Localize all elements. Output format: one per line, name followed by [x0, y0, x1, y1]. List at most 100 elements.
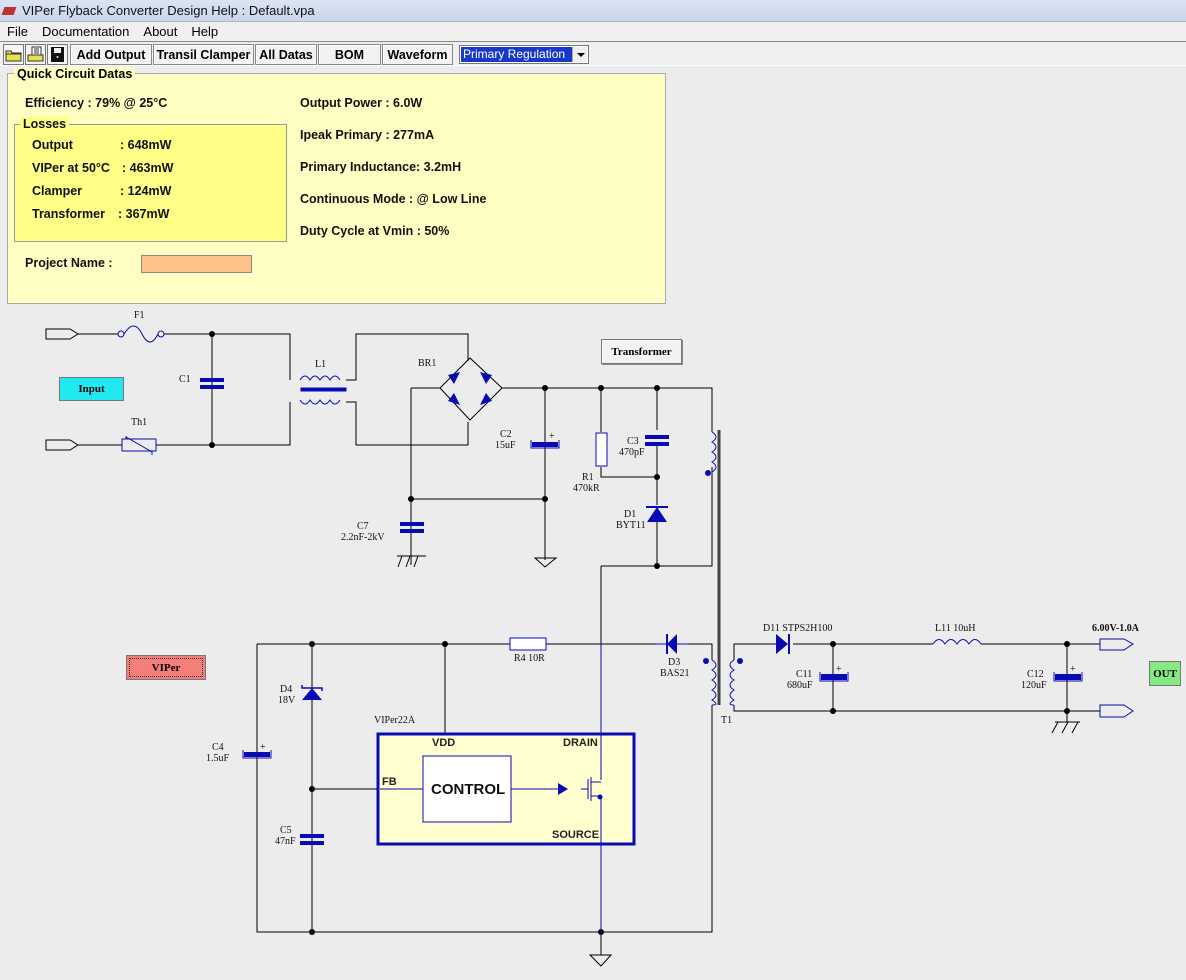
loss-value-viper: : 463mW [122, 161, 174, 175]
loss-value-clamper: : 124mW [120, 184, 172, 198]
regulation-select-value: Primary Regulation [461, 47, 572, 62]
toolbar: Add Output Transil Clamper All Datas BOM… [0, 43, 1186, 66]
diode-d11 [776, 634, 790, 654]
output-power-text: Output Power : 6.0W [300, 96, 423, 110]
out-button[interactable]: OUT [1149, 661, 1181, 686]
label-l1: L1 [315, 359, 326, 370]
transformer-t1 [703, 430, 743, 706]
label-d11: D11 STPS2H100 [763, 623, 832, 634]
label-c1: C1 [179, 374, 191, 385]
svg-text:+: + [836, 664, 842, 675]
label-c12: C12 [1027, 669, 1044, 680]
label-c3: C3 [627, 436, 639, 447]
resistor-r1 [595, 432, 608, 467]
waveform-button[interactable]: Waveform [382, 44, 453, 65]
pin-drain: DRAIN [563, 737, 598, 749]
title-bar: VIPer Flyback Converter Design Help : De… [0, 0, 1186, 22]
label-l11: L11 10uH [935, 623, 975, 634]
label-c12-value: 120uF [1021, 680, 1047, 691]
chevron-down-icon[interactable] [572, 47, 587, 62]
label-t1: T1 [721, 715, 732, 726]
capacitor-c11: + [819, 664, 849, 682]
diode-d3 [656, 634, 688, 654]
print-icon[interactable] [25, 44, 46, 65]
diode-d1 [646, 506, 668, 522]
capacitor-c7 [400, 522, 424, 533]
loss-label-clamper: Clamper [32, 184, 83, 198]
pin-fb: FB [382, 776, 397, 788]
svg-text:+: + [1070, 664, 1076, 675]
label-c7: C7 [357, 521, 369, 532]
window-title: VIPer Flyback Converter Design Help : De… [22, 3, 315, 18]
junction-dots [209, 331, 1070, 935]
open-folder-icon[interactable] [3, 44, 24, 65]
label-d1-value: BYT11 [616, 520, 646, 531]
wires [78, 333, 1100, 955]
label-c11: C11 [796, 669, 812, 680]
transil-clamper-button[interactable]: Transil Clamper [153, 44, 254, 65]
thermistor-th1 [121, 436, 157, 455]
svg-text:+: + [549, 431, 555, 442]
label-d4-value: 18V [278, 695, 296, 706]
menu-bar: File Documentation About Help [0, 22, 1186, 42]
efficiency-text: Efficiency : 79% @ 25°C [25, 96, 168, 110]
label-f1: F1 [134, 310, 145, 321]
panel-title: Quick Circuit Datas [14, 67, 136, 81]
regulation-select[interactable]: Primary Regulation [459, 45, 589, 64]
label-c2-value: 15uF [495, 440, 516, 451]
label-c2: C2 [500, 429, 512, 440]
menu-documentation[interactable]: Documentation [41, 24, 130, 39]
primary-inductance-text: Primary Inductance: 3.2mH [300, 160, 462, 174]
menu-help[interactable]: Help [191, 24, 219, 39]
label-r1: R1 [582, 472, 594, 483]
quick-circuit-datas-panel: Quick Circuit Datas Efficiency : 79% @ 2… [7, 67, 666, 304]
control-block-label: CONTROL [431, 781, 505, 798]
label-c5: C5 [280, 825, 292, 836]
label-r4: R4 10R [514, 653, 545, 664]
label-c7-value: 2.2nF-2kV [341, 532, 385, 543]
loss-value-output: : 648mW [120, 138, 172, 152]
transformer-button[interactable]: Transformer [601, 339, 682, 364]
bom-button[interactable]: BOM [318, 44, 381, 65]
inductor-l11 [932, 639, 982, 645]
menu-file[interactable]: File [7, 24, 28, 39]
capacitor-c3 [645, 435, 669, 446]
losses-title: Losses [20, 117, 70, 131]
label-d1: D1 [624, 509, 636, 520]
ground-symbols [397, 555, 1080, 967]
svg-text:+: + [260, 742, 266, 753]
label-c4: C4 [212, 742, 224, 753]
save-disk-icon[interactable] [47, 44, 68, 65]
capacitor-c4: + [242, 742, 272, 759]
loss-label-viper: VIPer at 50°C [32, 161, 110, 175]
label-th1: Th1 [131, 417, 147, 428]
capacitor-c12: + [1053, 664, 1083, 682]
label-d4: D4 [280, 684, 292, 695]
label-d3: D3 [668, 657, 680, 668]
capacitor-c1 [200, 378, 224, 389]
pin-source: SOURCE [552, 829, 599, 841]
project-name-input[interactable] [141, 255, 252, 273]
viper-button[interactable]: VIPer [126, 655, 206, 680]
capacitor-c2: + [530, 431, 560, 449]
duty-cycle-text: Duty Cycle at Vmin : 50% [300, 224, 450, 238]
project-name-label: Project Name : [25, 256, 113, 270]
fuse-f1 [117, 325, 165, 343]
viper-chip: VDD DRAIN FB SOURCE CONTROL [376, 644, 636, 935]
zener-d4 [301, 685, 323, 700]
output-rating-label: 6.00V-1.0A [1092, 623, 1140, 634]
menu-about[interactable]: About [143, 24, 178, 39]
label-c4-value: 1.5uF [206, 753, 230, 764]
ipeak-primary-text: Ipeak Primary : 277mA [300, 128, 435, 142]
label-br1: BR1 [418, 358, 436, 369]
choke-l1 [299, 375, 347, 405]
pin-vdd: VDD [432, 737, 455, 749]
label-r1-value: 470kR [573, 483, 600, 494]
input-button[interactable]: Input [59, 377, 124, 401]
resistor-r4 [509, 637, 547, 651]
label-viper22a: VIPer22A [374, 715, 416, 726]
add-output-button[interactable]: Add Output [70, 44, 152, 65]
all-datas-button[interactable]: All Datas [255, 44, 317, 65]
label-c5-value: 47nF [275, 836, 296, 847]
